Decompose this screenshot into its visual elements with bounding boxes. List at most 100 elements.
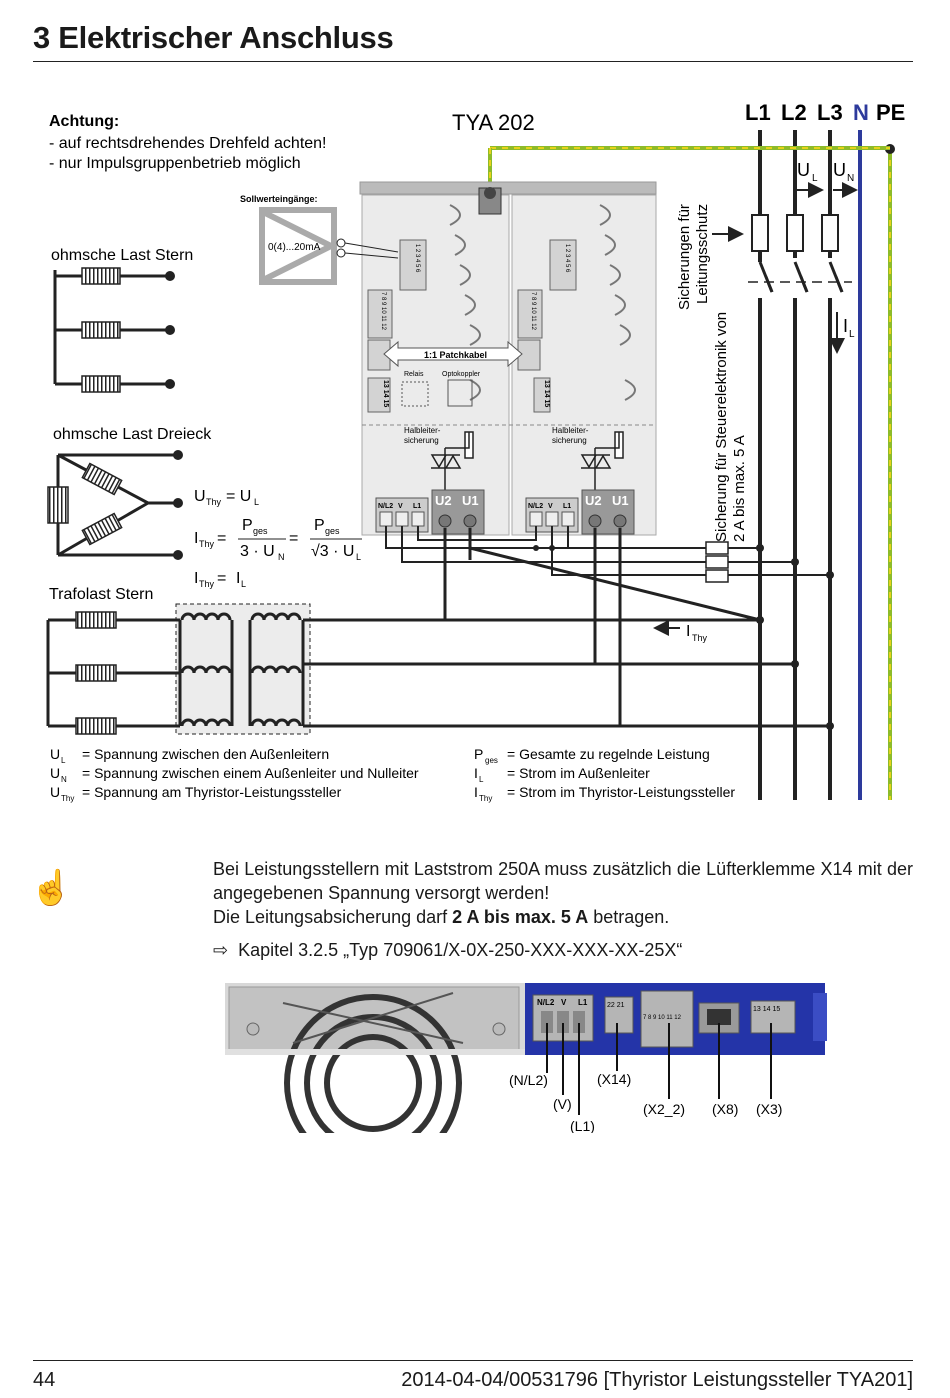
load-delta-label: ohmsche Last Dreieck xyxy=(53,426,212,443)
note-line-1: Bei Leistungsstellern mit Laststrom 250A… xyxy=(213,859,913,903)
arrow-right-icon: ⇨ xyxy=(213,940,229,960)
f1-lhs: U xyxy=(194,488,206,505)
terminal-l1-label-2: L1 xyxy=(563,503,571,510)
f2-num-sub: ges xyxy=(253,526,268,536)
callout-v: (V) xyxy=(553,1096,572,1112)
note-line-2-pre: Die Leitungsabsicherung darf xyxy=(213,907,453,927)
page-title: 3 Elektrischer Anschluss xyxy=(33,20,394,55)
patch-cable-label: 1:1 Patchkabel xyxy=(424,350,487,360)
f2-lhs-sub: Thy xyxy=(199,539,215,549)
ithy-sub: Thy xyxy=(692,633,708,643)
setpoint-label: Sollwerteingänge: xyxy=(240,194,318,204)
legend-right-2-sym: I xyxy=(474,784,478,800)
wiring-diagram: Achtung: - auf rechtsdrehendes Drehfeld … xyxy=(46,100,905,803)
phase-l3-label: L3 xyxy=(817,100,843,125)
legend-left-0-sym: U xyxy=(50,746,60,762)
terminal-v-label-2: V xyxy=(548,503,553,510)
terminal-nl2-label: N/L2 xyxy=(378,503,393,510)
x3-label-2: 13 14 15 xyxy=(543,380,550,407)
phase-l1-label: L1 xyxy=(745,100,771,125)
note-text: Bei Leistungsstellern mit Laststrom 250A… xyxy=(213,857,913,929)
legend-right-1-sub: L xyxy=(479,775,484,784)
callout-x8: (X8) xyxy=(712,1101,738,1117)
attention-line-1: - auf rechtsdrehendes Drehfeld achten! xyxy=(49,135,327,152)
load-transformer-label: Trafolast Stern xyxy=(49,586,153,603)
footer-rule xyxy=(33,1360,913,1361)
photo-x2-text: 7 8 9 10 11 12 xyxy=(643,1015,682,1021)
f3-lhs-sub: Thy xyxy=(199,579,215,589)
photo-nl2-text: N/L2 xyxy=(537,998,555,1007)
phase-l2-label: L2 xyxy=(781,100,807,125)
legend-right-0-text: = Gesamte zu regelnde Leistung xyxy=(507,746,710,762)
semiconductor-fuse-label-2: Halbleiter- xyxy=(552,426,589,435)
terminal-nl2-label-2: N/L2 xyxy=(528,503,543,510)
legend-left-1-text: = Spannung zwischen einem Außenleiter un… xyxy=(82,765,419,781)
semiconductor-fuse-label-1b: sicherung xyxy=(404,436,439,445)
fuse-protection-label-1: Sicherungen für xyxy=(676,204,693,310)
photo-v-text: V xyxy=(561,998,567,1007)
attention-heading: Achtung: xyxy=(49,113,119,130)
legend-left-2-sym: U xyxy=(50,784,60,800)
legend-right-0-sym: P xyxy=(474,746,483,762)
phase-pe-label: PE xyxy=(876,100,905,125)
f2-den2: √3 · U xyxy=(311,543,354,560)
legend-left-2-sub: Thy xyxy=(61,794,74,803)
line-fuses xyxy=(712,214,852,298)
callout-l1: (L1) xyxy=(570,1118,595,1133)
ul-sub: L xyxy=(812,173,818,184)
device-name: TYA 202 xyxy=(452,110,535,135)
legend-right-1-text: = Strom im Außenleiter xyxy=(507,765,650,781)
attention-line-2: - nur Impulsgruppenbetrieb möglich xyxy=(49,155,301,172)
connector-7-12-label: 7 8 9 10 11 12 xyxy=(380,292,386,331)
phase-n-label: N xyxy=(853,100,869,125)
output-u2-label-2: U2 xyxy=(585,493,602,508)
page-number: 44 xyxy=(33,1369,56,1391)
il-symbol: I xyxy=(843,316,848,336)
semiconductor-fuse-label-1: Halbleiter- xyxy=(404,426,441,435)
photo-l1-text: L1 xyxy=(578,998,588,1007)
connector-1-6-label: 1 2 3 4 5 6 xyxy=(414,244,420,273)
callout-x3: (X3) xyxy=(756,1101,782,1117)
device-body: 1 2 3 4 5 6 1 2 3 4 5 6 7 8 9 10 11 12 7… xyxy=(359,181,657,536)
legend-left-1-sym: U xyxy=(50,765,60,781)
chapter-reference-text: Kapitel 3.2.5 „Typ 709061/X-0X-250-XXX-X… xyxy=(238,940,683,960)
photo-x3-text: 13 14 15 xyxy=(753,1006,780,1013)
legend-left-0-sub: L xyxy=(61,756,66,765)
f2-den2-sub: L xyxy=(356,552,361,562)
callout-nl2: (N/L2) xyxy=(509,1072,548,1088)
f2-lhs: I xyxy=(194,530,198,547)
f2-num: P xyxy=(242,517,253,534)
device-photo: N/L2 V L1 22 21 7 8 9 10 11 12 13 14 15 … xyxy=(225,983,827,1133)
ithy-symbol: I xyxy=(686,623,690,640)
legend-left-2-text: = Spannung am Thyristor-Leistungssteller xyxy=(82,784,342,800)
legend-left-1-sub: N xyxy=(61,775,67,784)
ul-symbol: U xyxy=(797,160,810,180)
formulas: U Thy = U L I Thy = P ges 3 · U N = P ge… xyxy=(194,488,362,589)
optocoupler-label: Optokoppler xyxy=(442,371,481,378)
note-line-2: Die Leitungsabsicherung darf 2 A bis max… xyxy=(213,905,913,929)
delta-load xyxy=(56,453,178,557)
output-u1-label-2: U1 xyxy=(612,493,629,508)
output-u1-label: U1 xyxy=(462,493,479,508)
terminal-l1-label: L1 xyxy=(413,503,421,510)
control-fuse-label-1: Sicherung für Steuerelektronik von xyxy=(713,312,730,542)
setpoint-range: 0(4)...20mA xyxy=(268,242,321,253)
f1-rhs-sub: L xyxy=(254,497,259,507)
document-reference: 2014-04-04/00531796 [Thyristor Leistungs… xyxy=(401,1369,913,1391)
callout-x2-2: (X2_2) xyxy=(643,1101,685,1117)
f2-eq-1: = xyxy=(217,530,226,547)
legend: U L = Spannung zwischen den Außenleitern… xyxy=(50,746,735,803)
f3-rhs: I xyxy=(236,570,240,587)
semiconductor-fuse-label-2b: sicherung xyxy=(552,436,587,445)
f3-rhs-sub: L xyxy=(241,579,246,589)
pointing-hand-icon: ☝ xyxy=(30,869,73,907)
un-sub: N xyxy=(847,173,854,184)
f1-rhs: = U xyxy=(226,488,251,505)
photo-x14-text: 22 21 xyxy=(607,1002,625,1009)
legend-right-1-sym: I xyxy=(474,765,478,781)
f3-lhs: I xyxy=(194,570,198,587)
un-symbol: U xyxy=(833,160,846,180)
chapter-reference[interactable]: ⇨ Kapitel 3.2.5 „Typ 709061/X-0X-250-XXX… xyxy=(213,940,682,961)
control-fuse-label-2: 2 A bis max. 5 A xyxy=(731,435,748,542)
note-line-2-bold: 2 A bis max. 5 A xyxy=(452,907,589,927)
